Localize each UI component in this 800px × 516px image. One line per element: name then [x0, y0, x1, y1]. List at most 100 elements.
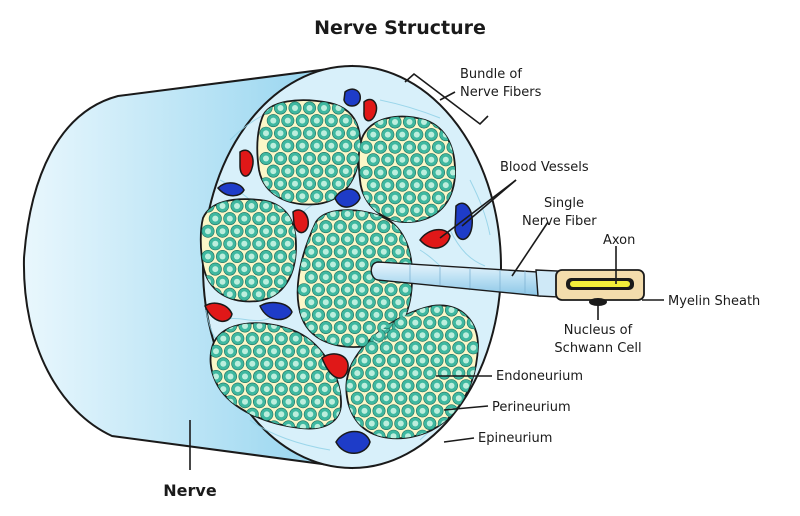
nerve-fiber-axon-dot	[249, 360, 256, 367]
nerve-fiber-axon-dot	[292, 386, 299, 393]
nerve-fiber-axon-dot	[284, 266, 291, 273]
nerve-fiber-axon-dot	[383, 420, 390, 427]
nerve-fiber-axon-dot	[470, 344, 477, 351]
artery-4	[419, 228, 451, 249]
nerve-fiber-axon-dot	[397, 344, 404, 351]
nerve-fiber-axon-dot	[292, 411, 299, 418]
nerve-fiber-axon-dot	[405, 332, 411, 339]
nerve-fiber-axon-dot	[314, 373, 321, 380]
nerve-fiber-axon-dot	[256, 348, 263, 355]
nerve-fiber-axon-dot	[328, 117, 335, 124]
nerve-fiber-axon-dot	[384, 131, 391, 138]
nerve-fiber-axon-dot	[277, 155, 284, 162]
fascicle-6-fibers	[346, 305, 478, 439]
nerve-fiber-axon-dot	[256, 323, 263, 329]
vein-2	[216, 182, 245, 197]
nerve-fiber-axon-dot	[292, 253, 296, 260]
nerve-fiber-axon-dot	[363, 144, 369, 151]
nerve-fiber-axon-dot	[442, 156, 449, 163]
nerve-fiber-axon-dot	[277, 253, 284, 260]
nerve-fiber-axon-dot	[300, 373, 306, 380]
nerve-fiber-axon-dot	[234, 253, 240, 260]
nerve-fiber-axon-dot	[328, 193, 335, 200]
nerve-fiber-axon-dot	[450, 169, 456, 176]
nerve-fiber-axon-dot	[315, 311, 322, 318]
nerve-fiber-axon-dot	[306, 180, 313, 187]
nerve-fiber-axon-dot	[220, 386, 227, 393]
label-endoneurium: Endoneurium	[496, 369, 583, 384]
nerve-fiber-axon-dot	[361, 407, 368, 414]
nerve-fiber-axon-dot	[441, 370, 448, 377]
nerve-fiber-axon-dot	[388, 236, 394, 243]
nerve-fiber-axon-dot	[455, 395, 462, 402]
nerve-fiber-axon-dot	[284, 142, 291, 149]
nerve-fiber-axon-dot	[366, 248, 373, 255]
fiber-shaft	[370, 261, 541, 297]
nerve-fiber-axon-dot	[300, 348, 306, 355]
nerve-fiber-axon-dot	[402, 286, 409, 293]
nerve-fiber-axon-dot	[399, 156, 406, 163]
nerve-fiber-axon-dot	[441, 319, 448, 326]
nerve-fiber-axon-dot	[399, 207, 406, 214]
nerve-fiber-axon-dot	[313, 193, 320, 200]
nerve-fiber-cell	[452, 416, 466, 430]
pointer-lines	[189, 72, 664, 470]
nerve-fiber-axon-dot	[242, 348, 248, 355]
nerve-fiber-axon-dot	[377, 194, 384, 201]
nerve-fiber-axon-dot	[263, 411, 270, 418]
label-nerve: Nerve	[163, 481, 217, 500]
nerve-fiber-axon-dot	[342, 168, 349, 175]
label-epineurium: Epineurium	[478, 431, 552, 446]
nerve-fiber-axon-dot	[366, 274, 373, 281]
nerve-fiber-axon-dot	[213, 348, 219, 355]
nerve-fiber-axon-dot	[337, 248, 344, 255]
nerve-fiber-axon-dot	[219, 253, 226, 260]
nerve-fiber-axon-dot	[392, 194, 398, 201]
nerve-fiber-axon-dot	[377, 144, 384, 151]
nerve-fiber-axon-dot	[321, 155, 327, 162]
nerve-fiber-axon-dot	[434, 407, 440, 414]
blood-vessels	[204, 88, 473, 454]
nerve-fiber-axon-dot	[212, 240, 219, 247]
nerve-fiber-axon-dot	[308, 248, 315, 255]
nerve-fiber-axon-dot	[301, 311, 307, 318]
nerve-fiber-axon-dot	[342, 142, 349, 149]
nerve-fiber-axon-dot	[307, 360, 314, 367]
nerve-fiber-axon-dot	[441, 395, 448, 402]
nerve-fiber-axon-dot	[376, 357, 382, 364]
nerve-fiber-axon-dot	[426, 420, 433, 427]
nerve-fiber-axon-dot	[277, 228, 284, 235]
nerve-fiber-axon-dot	[335, 105, 342, 111]
nerve-fiber-axon-dot	[226, 266, 233, 273]
schwann-nucleus	[589, 298, 607, 306]
nerve-fiber-axon-dot	[428, 207, 435, 214]
nerve-fiber-axon-dot	[406, 219, 413, 223]
nerve-fiber-axon-dot	[470, 420, 477, 427]
nerve-fiber-axon-dot	[321, 130, 327, 137]
nerve-fiber-axon-dot	[397, 370, 404, 377]
nerve-fiber-axon-dot	[434, 357, 440, 364]
nerve-fiber-axon-dot	[390, 332, 397, 339]
nerve-fiber-axon-dot	[284, 240, 291, 247]
nerve-fiber-axon-dot	[366, 324, 373, 331]
artery-6	[321, 353, 349, 379]
nerve-fiber-axon-dot	[255, 215, 262, 222]
nerve-fiber-axon-dot	[278, 360, 285, 367]
nerve-fiber-axon-dot	[219, 278, 226, 285]
nerve-fiber-axon-dot	[406, 144, 413, 151]
nerve-fiber-axon-dot	[435, 144, 442, 151]
nerve-fiber-axon-dot	[347, 382, 353, 389]
nerve-fiber-axon-dot	[263, 130, 269, 137]
nerve-fiber-axon-dot	[368, 420, 375, 427]
nerve-fiber-axon-dot	[350, 130, 356, 137]
nerve-fiber-axon-dot	[241, 291, 248, 298]
nerve-fiber-axon-dot	[321, 180, 327, 187]
nerve-fiber-axon-dot	[329, 398, 335, 405]
nerve-fiber-axon-dot	[384, 156, 391, 163]
nerve-fiber-axon-dot	[330, 311, 336, 318]
nerve-fiber-axon-dot	[278, 386, 285, 393]
nerve-fiber-axon-dot	[307, 386, 314, 393]
label-axon: Axon	[603, 233, 635, 248]
nerve-fiber-axon-dot	[227, 348, 234, 355]
